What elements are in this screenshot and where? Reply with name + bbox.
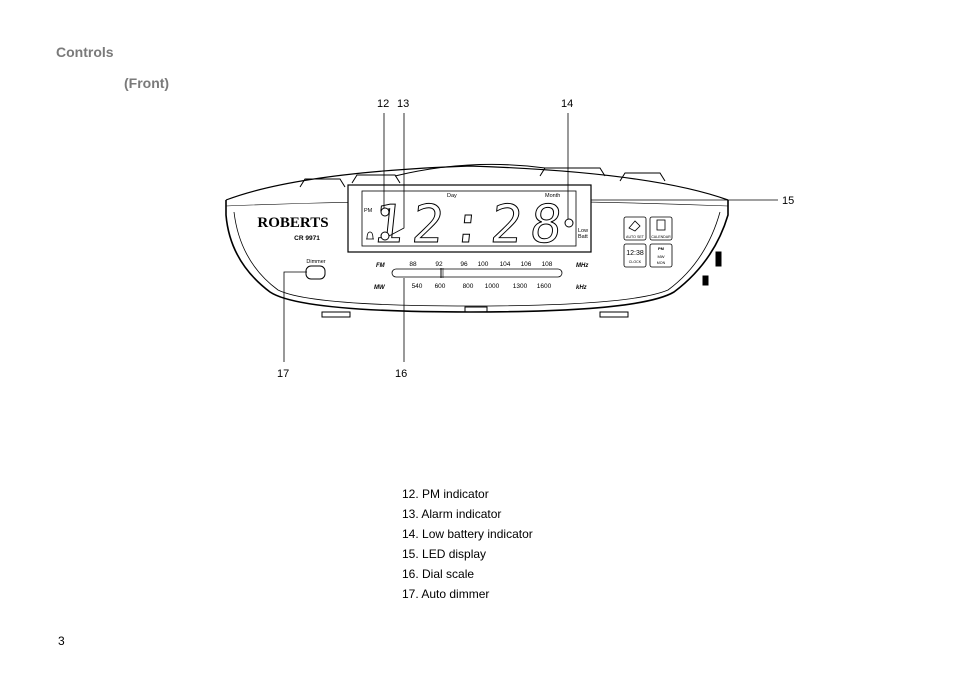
clock-label: CLOCK <box>629 260 642 264</box>
auto-set-icon <box>628 220 641 232</box>
callout-16: 16 <box>395 368 407 380</box>
calendar-button <box>649 216 673 241</box>
pm-button-label: PM <box>658 246 665 251</box>
mw-scale-mark: 1000 <box>485 283 500 290</box>
legend-item: 14. Low battery indicator <box>402 527 533 541</box>
low-batt-label-line2: Batt <box>578 234 588 240</box>
callout-13: 13 <box>397 98 409 110</box>
legend-item: 12. PM indicator <box>402 487 489 501</box>
fm-scale-mark: 92 <box>435 261 443 268</box>
mw-scale-mark: 1600 <box>537 283 552 290</box>
mw-label: MW <box>374 285 386 291</box>
display-time: 12:28 <box>370 195 573 255</box>
section-subtitle: (Front) <box>124 75 170 91</box>
pm-indicator <box>380 207 390 217</box>
mw-scale-mark: 600 <box>435 283 446 290</box>
brand-logo: ROBERTS <box>257 215 328 231</box>
mw-scale-mark: 540 <box>412 283 423 290</box>
dial-scale <box>391 268 563 278</box>
page-number: 3 <box>58 634 65 648</box>
fm-scale-mark: 104 <box>500 261 511 268</box>
callout-17: 17 <box>277 368 289 380</box>
auto-set-button <box>623 216 647 241</box>
fm-scale-mark: 106 <box>521 261 532 268</box>
day-label: Day <box>447 193 457 199</box>
auto-set-label: AUTO SET <box>626 235 645 239</box>
fm-scale-mark: 96 <box>460 261 468 268</box>
low-battery-indicator <box>564 218 574 228</box>
mw-button-label: MW <box>657 254 664 259</box>
low-batt-label-line1: Low <box>578 228 588 234</box>
legend-item: 16. Dial scale <box>402 567 475 581</box>
dimmer-sensor <box>305 265 326 280</box>
mhz-label: MHz <box>576 263 588 269</box>
fm-label: FM <box>376 263 386 269</box>
legend-item: 17. Auto dimmer <box>402 587 490 601</box>
model-label: CR 9971 <box>294 235 320 242</box>
callout-15: 15 <box>782 195 794 207</box>
fm-scale-mark: 88 <box>409 261 417 268</box>
legend-list: 12. PM indicator 13. Alarm indicator 14.… <box>402 484 533 604</box>
mon-button-label: MON <box>657 261 666 265</box>
control-buttons <box>623 216 673 268</box>
pm-label: PM <box>364 208 373 214</box>
dimmer-label: Dimmer <box>306 259 325 265</box>
khz-label: kHz <box>576 285 587 291</box>
section-title: Controls <box>56 44 114 60</box>
callout-12: 12 <box>377 98 389 110</box>
calendar-label: CALENDAR <box>651 235 671 239</box>
led-display <box>347 184 592 253</box>
legend-item: 15. LED display <box>402 547 487 561</box>
month-label: Month <box>545 193 560 199</box>
alarm-indicator <box>380 231 390 241</box>
clock-button <box>623 243 647 268</box>
legend-item: 13. Alarm indicator <box>402 507 502 521</box>
clock-time-label: 12:38 <box>626 250 644 257</box>
band-button <box>649 243 673 268</box>
alarm-bell-icon <box>366 231 374 240</box>
callout-14: 14 <box>561 98 573 110</box>
mw-scale-mark: 1300 <box>513 283 528 290</box>
fm-scale-mark: 108 <box>542 261 553 268</box>
leader-lines <box>283 113 778 362</box>
fm-scale-mark: 100 <box>478 261 489 268</box>
mw-scale-mark: 800 <box>463 283 474 290</box>
calendar-icon <box>656 219 666 231</box>
